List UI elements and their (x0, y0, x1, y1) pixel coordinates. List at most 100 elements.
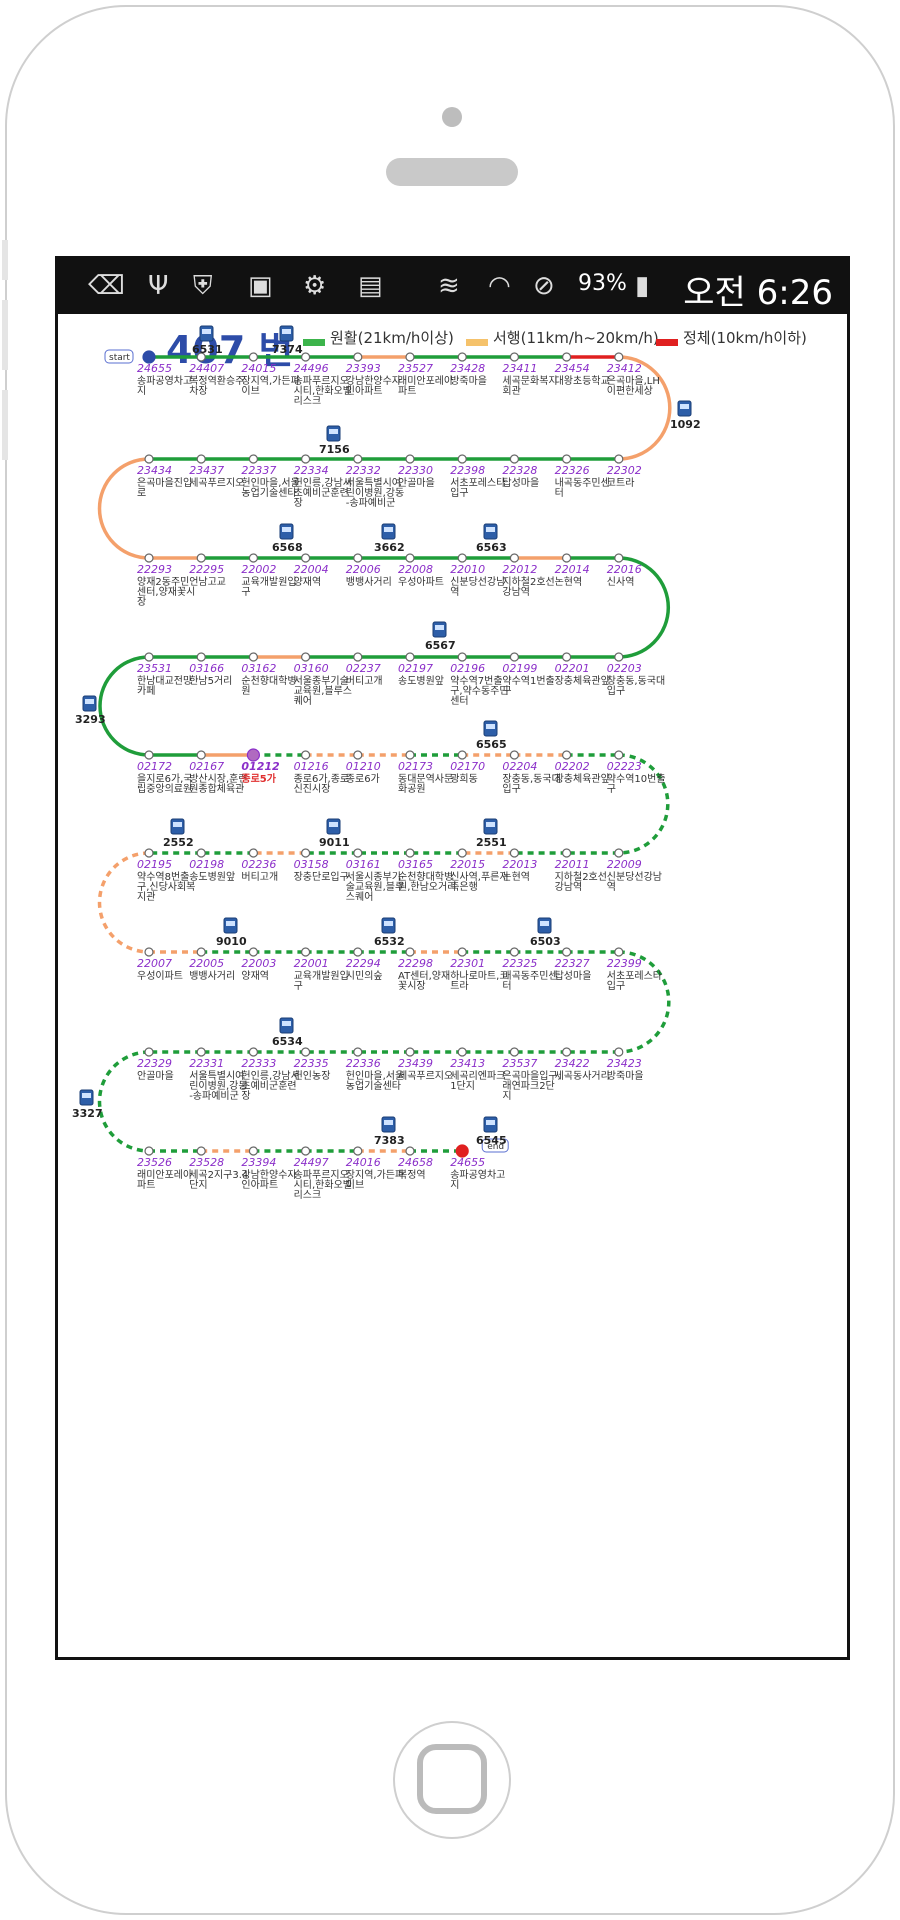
bus-marker[interactable]: 3662 (374, 523, 405, 554)
bus-marker[interactable]: 6567 (425, 621, 456, 652)
bus-marker[interactable]: 2551 (476, 818, 507, 849)
station-marker[interactable] (562, 553, 572, 563)
station-marker[interactable] (614, 352, 624, 362)
station-marker[interactable] (196, 553, 206, 563)
station-marker[interactable] (353, 947, 363, 957)
station-marker[interactable] (301, 553, 311, 563)
station-marker[interactable] (614, 454, 624, 464)
station-marker[interactable] (196, 352, 206, 362)
station-marker[interactable] (353, 1146, 363, 1156)
bus-marker[interactable]: 6565 (476, 720, 507, 751)
station-marker[interactable] (248, 848, 258, 858)
station-marker[interactable] (405, 1146, 415, 1156)
station-marker[interactable] (509, 1047, 519, 1057)
station-marker[interactable] (301, 454, 311, 464)
station-marker[interactable] (353, 454, 363, 464)
station-marker[interactable] (405, 1047, 415, 1057)
bus-marker[interactable]: 6545 (476, 1116, 507, 1147)
station-marker[interactable] (196, 1146, 206, 1156)
bus-marker[interactable]: 7383 (374, 1116, 405, 1147)
station-marker[interactable] (144, 652, 154, 662)
bus-marker[interactable]: 6503 (530, 917, 561, 948)
station-marker[interactable] (353, 352, 363, 362)
station-marker[interactable] (509, 848, 519, 858)
bus-marker[interactable]: 6563 (476, 523, 507, 554)
station-marker[interactable] (509, 553, 519, 563)
station-marker[interactable] (405, 947, 415, 957)
station-marker[interactable] (248, 1047, 258, 1057)
station-marker[interactable] (405, 652, 415, 662)
bus-marker[interactable]: 3293 (75, 695, 106, 726)
station-marker[interactable] (614, 652, 624, 662)
station-marker[interactable] (353, 652, 363, 662)
bus-marker[interactable]: 6532 (374, 917, 405, 948)
bus-marker[interactable]: 7156 (319, 425, 350, 456)
station-marker[interactable] (301, 947, 311, 957)
station-marker[interactable] (301, 1146, 311, 1156)
bus-marker[interactable]: 1092 (670, 400, 701, 431)
bus-marker[interactable]: 2552 (163, 818, 194, 849)
station-marker[interactable] (457, 848, 467, 858)
station-marker[interactable] (562, 750, 572, 760)
station-marker[interactable] (248, 454, 258, 464)
station-marker[interactable] (144, 848, 154, 858)
station-marker[interactable] (457, 1047, 467, 1057)
station-marker[interactable] (196, 454, 206, 464)
station-marker[interactable] (301, 848, 311, 858)
station-marker[interactable] (301, 652, 311, 662)
station-marker[interactable] (509, 750, 519, 760)
bus-marker[interactable]: 6568 (272, 523, 303, 554)
station-marker[interactable] (457, 454, 467, 464)
station-marker[interactable] (301, 750, 311, 760)
station-marker[interactable] (301, 352, 311, 362)
station-marker[interactable] (248, 1146, 258, 1156)
station-marker[interactable] (614, 848, 624, 858)
station-marker[interactable] (562, 1047, 572, 1057)
station-marker[interactable] (509, 454, 519, 464)
station-marker[interactable] (614, 947, 624, 957)
